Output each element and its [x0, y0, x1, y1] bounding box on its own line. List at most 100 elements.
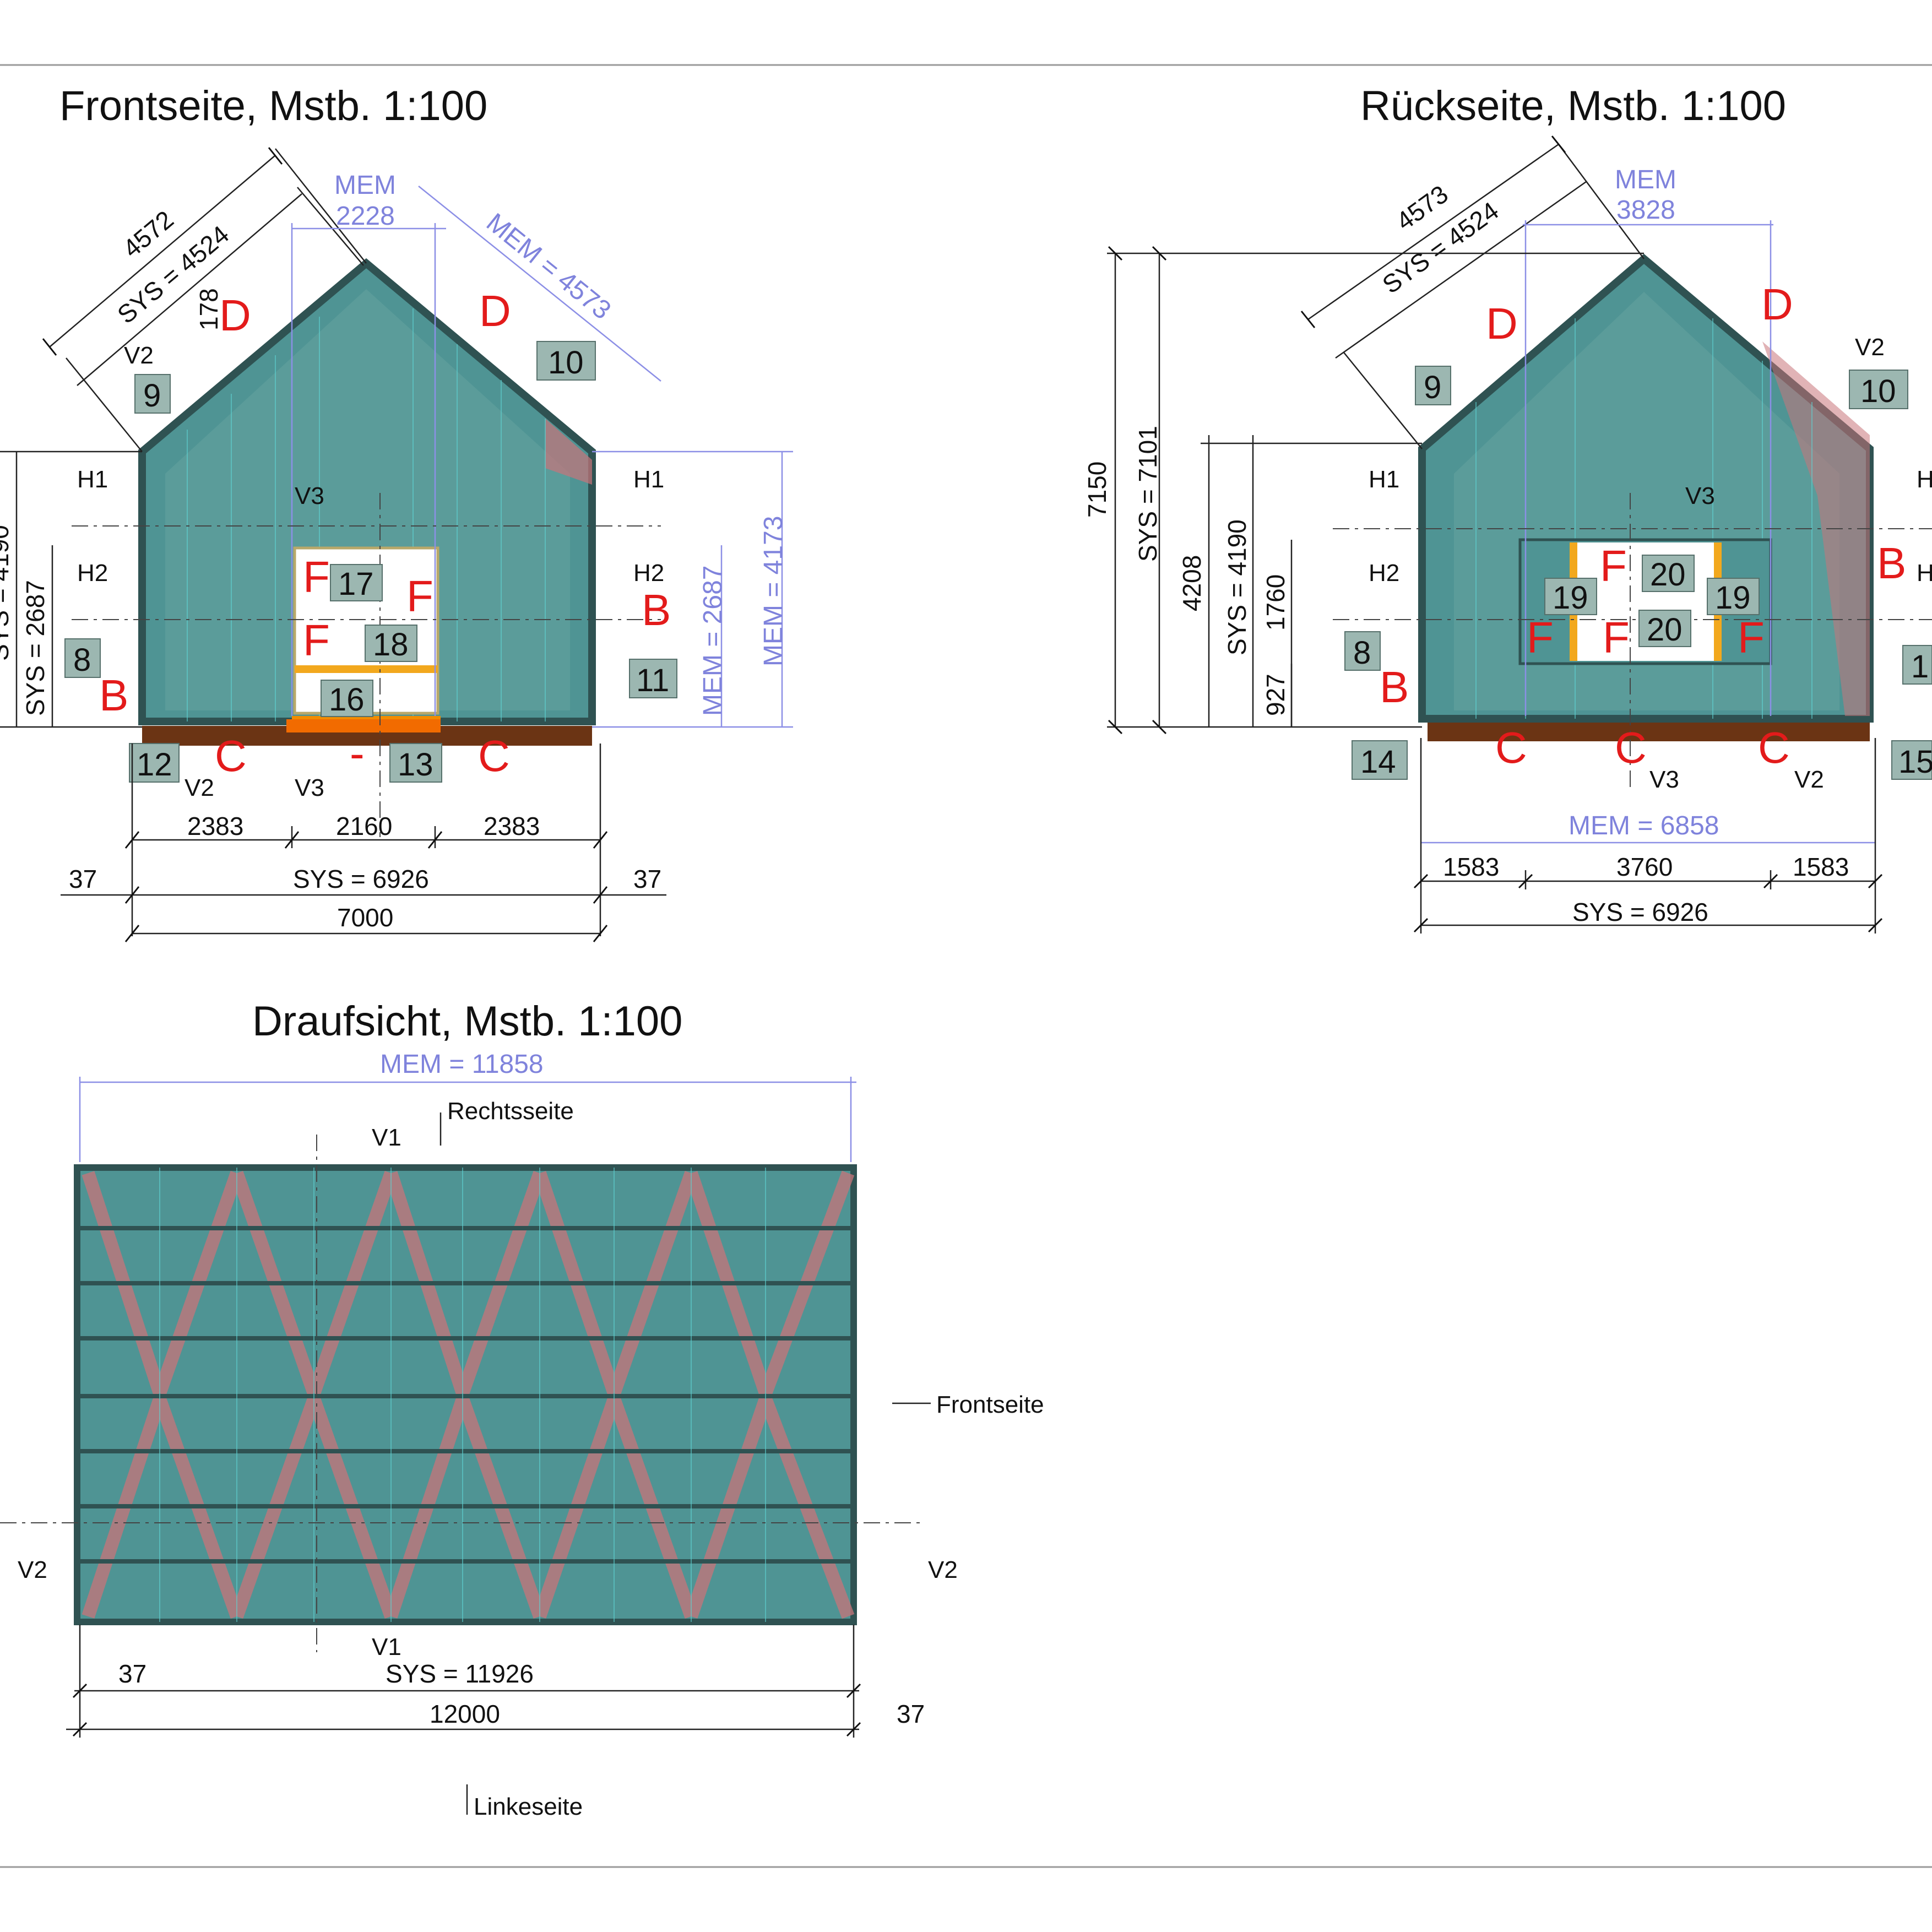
front-total-width: 7000	[337, 903, 393, 932]
svg-text:14: 14	[1360, 744, 1396, 780]
top-sec-v1-top: V1	[372, 1124, 401, 1151]
back-elevation: Rückseite, Mstb. 1:100 4573 SYS = 4524 M…	[1083, 83, 1932, 934]
back-tag-10: 10	[1849, 370, 1908, 409]
svg-text:13: 13	[398, 747, 433, 783]
top-sys-length: SYS = 11926	[386, 1659, 534, 1688]
top-label-left-side: Linkeseite	[474, 1793, 583, 1820]
svg-text:10: 10	[1860, 373, 1896, 409]
back-brace-hint	[1762, 341, 1870, 716]
back-tag-20-top: 20	[1642, 555, 1695, 593]
svg-text:8: 8	[1353, 635, 1371, 671]
front-letter-b2: B	[642, 585, 671, 634]
back-sec-h2-left: H2	[1369, 560, 1399, 587]
front-mem-top-value: 2228	[336, 202, 395, 231]
front-sec-h2-left: H2	[77, 560, 108, 587]
svg-text:10: 10	[548, 345, 584, 381]
front-edge-left: 37	[69, 865, 97, 893]
svg-text:19: 19	[1553, 580, 1588, 616]
back-sec-v2-bot: V2	[1794, 766, 1824, 793]
back-letter-c3: C	[1758, 723, 1790, 772]
front-base-orange	[286, 719, 441, 732]
front-sec-h1-left: H1	[77, 466, 108, 493]
front-tag-8: 8	[64, 638, 101, 678]
top-edge-left: 37	[118, 1659, 146, 1688]
front-tag-12: 12	[129, 743, 180, 783]
front-mem-4173: MEM = 4173	[759, 516, 788, 666]
front-sys-width: SYS = 6926	[293, 865, 429, 893]
back-width-right: 1583	[1793, 853, 1849, 881]
back-title: Rückseite, Mstb. 1:100	[1360, 83, 1786, 129]
back-height-927: 927	[1261, 674, 1290, 716]
front-title: Frontseite, Mstb. 1:100	[59, 83, 487, 129]
front-tag-18: 18	[365, 625, 417, 663]
top-label-right-side: Rechtsseite	[447, 1098, 574, 1125]
front-width-right: 2383	[484, 812, 540, 840]
front-door-transom	[295, 665, 438, 673]
top-title: Draufsicht, Mstb. 1:100	[252, 998, 682, 1045]
back-tag-9: 9	[1415, 366, 1451, 405]
back-sec-h1-left: H1	[1369, 466, 1399, 493]
back-letter-d1: D	[1486, 299, 1518, 348]
back-letter-f2: F	[1527, 613, 1554, 662]
front-edge-right: 37	[633, 865, 661, 893]
back-height-total: 7150	[1083, 462, 1111, 518]
top-roof-grid	[159, 1168, 766, 1622]
front-letter-d1: D	[219, 291, 251, 340]
front-letter-f3: F	[303, 616, 330, 665]
back-letter-f4: F	[1738, 613, 1765, 662]
svg-text:8: 8	[73, 642, 91, 678]
back-width-mid: 3760	[1616, 853, 1673, 881]
back-height-4208: 4208	[1177, 555, 1206, 611]
svg-text:12: 12	[137, 747, 172, 783]
front-mem-2687: MEM = 2687	[698, 566, 728, 716]
back-width-left: 1583	[1443, 853, 1499, 881]
front-sec-v3-bot: V3	[295, 774, 324, 801]
svg-text:17: 17	[338, 566, 374, 602]
front-sec-v3-top: V3	[295, 482, 324, 509]
front-elevation: Frontseite, Mstb. 1:100 4572 SYS = 4524	[0, 83, 793, 942]
front-tag-11: 11	[629, 659, 677, 698]
back-height-1760: 1760	[1261, 574, 1290, 631]
top-total-length: 12000	[430, 1700, 500, 1728]
front-tag-17: 17	[330, 564, 383, 602]
back-tag-19-right: 19	[1707, 578, 1760, 616]
front-letter-f2: F	[406, 572, 433, 621]
top-sec-v2-left: V2	[18, 1556, 47, 1583]
back-sec-v3-bot: V3	[1649, 766, 1679, 793]
top-view: Draufsicht, Mstb. 1:100 MEM = 11858	[0, 998, 1044, 1820]
front-brace-hint	[545, 419, 592, 485]
front-letter-b1: B	[99, 671, 128, 720]
front-roof-outer: 4572	[117, 205, 179, 263]
front-letter-f1: F	[303, 552, 330, 601]
back-mem-top-label: MEM	[1615, 165, 1676, 194]
top-label-front-side: Frontseite	[936, 1391, 1044, 1418]
svg-text:16: 16	[329, 682, 365, 718]
back-tag-1-cut: 1	[1902, 645, 1932, 685]
back-letter-c1: C	[1495, 723, 1527, 772]
svg-text:9: 9	[143, 378, 161, 414]
front-letter-c1: C	[215, 731, 247, 780]
back-letter-c2: C	[1615, 723, 1647, 772]
front-letter-dash: -	[350, 729, 365, 778]
svg-text:9: 9	[1424, 370, 1441, 405]
back-height-sys: SYS = 7101	[1133, 426, 1162, 562]
svg-text:20: 20	[1650, 557, 1686, 593]
front-letter-d2: D	[479, 286, 511, 335]
back-letter-f1: F	[1600, 541, 1627, 590]
front-small-178: 178	[194, 288, 223, 330]
front-membrane	[138, 258, 596, 725]
back-tag-14: 14	[1352, 740, 1408, 780]
top-roof-purlins	[77, 1226, 854, 1564]
svg-text:15: 15	[1898, 744, 1932, 780]
back-tag-8: 8	[1344, 631, 1381, 671]
front-width-left: 2383	[187, 812, 243, 840]
back-sys-width: SYS = 6926	[1572, 898, 1708, 926]
top-mem-length: MEM = 11858	[380, 1050, 544, 1079]
front-sec-v2-top: V2	[124, 342, 154, 369]
back-tag-15: 15	[1891, 740, 1932, 780]
back-sec-v2-top: V2	[1855, 334, 1885, 361]
svg-text:11: 11	[636, 663, 669, 698]
front-sec-v2-bot: V2	[184, 774, 214, 801]
front-tag-13: 13	[389, 743, 442, 783]
